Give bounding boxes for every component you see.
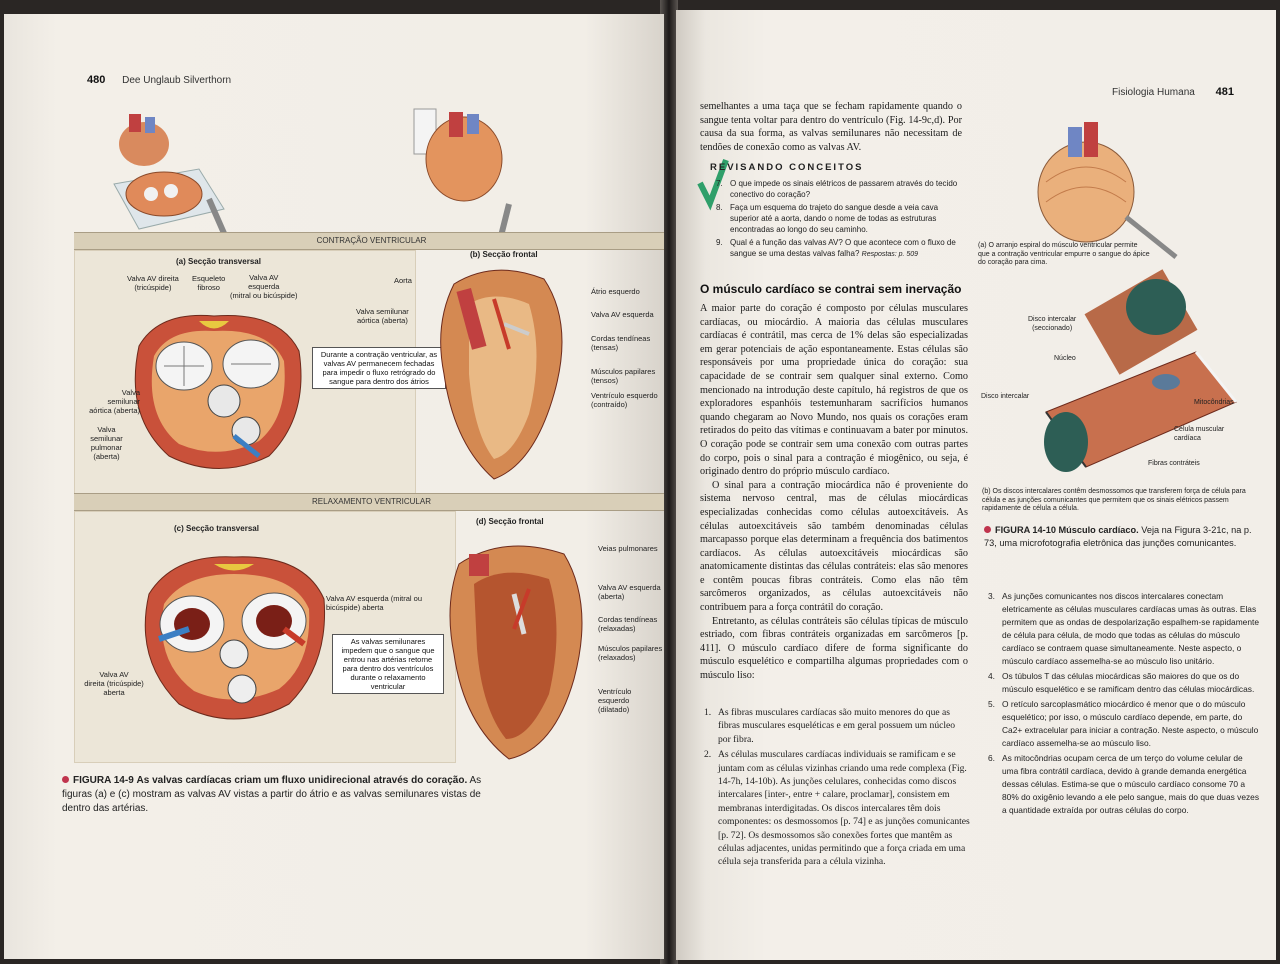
list-item-2: 2.As células musculares cardíacas indivi… bbox=[704, 749, 970, 868]
heart-cross-section-contracted bbox=[134, 314, 302, 469]
list-item-1: 1.As fibras musculares cardíacas são mui… bbox=[704, 707, 956, 745]
list-right: 3.As junções comunicantes nos discos int… bbox=[988, 590, 1260, 819]
author-name: Dee Unglaub Silverthorn bbox=[122, 75, 232, 86]
heart-frontal-icon-b bbox=[413, 108, 512, 245]
label-valva-semilunar-aortica-b: Valva semilunar aórtica (aberta) bbox=[356, 307, 409, 325]
panel-c-title: (c) Secção transversal bbox=[174, 524, 259, 533]
label-valva-av-esquerda: Valva AV esquerda (mitral ou bicúspide) bbox=[230, 273, 298, 300]
list-item-6: 6.As mitocôndrias ocupam cerca de um ter… bbox=[988, 753, 1260, 815]
revisando-list: 7.O que impede os sinais elétricos de pa… bbox=[716, 178, 964, 262]
caption-bullet-icon-2 bbox=[984, 526, 991, 533]
revisando-item-9: 9.Qual é a função das valvas AV? O que a… bbox=[716, 238, 956, 258]
figure-label-a: (a) O arranjo espiral do músculo ventric… bbox=[978, 242, 1150, 266]
cardiac-muscle-fibers bbox=[1044, 269, 1238, 472]
banner-ventricular-relaxation: RELAXAMENTO VENTRICULAR bbox=[74, 493, 664, 511]
caption-bullet-icon bbox=[62, 776, 69, 783]
book-title: Fisiologia Humana bbox=[1112, 87, 1195, 98]
revisando-item-7: 7.O que impede os sinais elétricos de pa… bbox=[716, 179, 958, 199]
label-valva-av-esquerda-aberta: Valva AV esquerda (mitral ou bicúspide) … bbox=[326, 594, 423, 612]
paragraph-2: O sinal para a contração miocárdica não … bbox=[700, 479, 968, 614]
paragraph-1: A maior parte do coração é composto por … bbox=[700, 303, 968, 478]
figure-14-10-caption: FIGURA 14-10 Músculo cardíaco. Veja na F… bbox=[984, 524, 1262, 550]
right-running-header: Fisiologia Humana 481 bbox=[1112, 86, 1234, 98]
intro-paragraph: semelhantes a uma taça que se fecham rap… bbox=[700, 100, 962, 154]
list-item-5: 5.O retículo sarcoplasmático miocárdico … bbox=[988, 699, 1259, 748]
heart-spiral-icon bbox=[1037, 122, 1178, 259]
label-aorta: Aorta bbox=[394, 276, 412, 285]
label-cordas-tensas: Cordas tendíneas (tensas) bbox=[591, 334, 651, 352]
label-ventriculo-contraido: Ventrículo esquerdo (contraído) bbox=[591, 391, 658, 409]
label-esqueleto-fibroso: Esqueleto fibroso bbox=[192, 274, 226, 292]
revisando-item-8: 8.Faça um esquema do trajeto do sangue d… bbox=[716, 203, 939, 234]
label-nucleo: Núcleo bbox=[1054, 355, 1076, 362]
label-valva-av-direita-aberta: Valva AV direita (tricúspide) aberta bbox=[84, 670, 144, 697]
label-valva-av-esquerda-d: Valva AV esquerda (aberta) bbox=[598, 583, 661, 601]
list-item-3: 3.As junções comunicantes nos discos int… bbox=[988, 591, 1259, 666]
label-valva-av-esquerda-b: Valva AV esquerda bbox=[591, 310, 654, 319]
revisando-title: REVISANDO CONCEITOS bbox=[710, 162, 864, 173]
figure-title: As valvas cardíacas criam um fluxo unidi… bbox=[136, 775, 468, 786]
label-disco-seccionado: Disco intercalar (seccionado) bbox=[1028, 316, 1077, 332]
label-valva-semilunar-aortica: Valva semilunar aórtica (aberta) bbox=[89, 388, 140, 415]
heart-cross-section-relaxed bbox=[144, 556, 326, 720]
figure-label-2: FIGURA 14-10 bbox=[995, 525, 1056, 535]
banner-ventricular-contraction: CONTRAÇÃO VENTRICULAR bbox=[74, 232, 664, 250]
figure-text-2: Veja na Figura 3-21c, na p. 73, uma micr… bbox=[984, 525, 1252, 548]
panel-a-title: (a) Secção transversal bbox=[176, 257, 261, 266]
label-disco-intercalar: Disco intercalar bbox=[981, 393, 1030, 400]
list-left: 1.As fibras musculares cardíacas são mui… bbox=[704, 706, 970, 871]
list-item-4: 4.Os túbulos T das células miocárdicas s… bbox=[988, 671, 1255, 694]
right-page: Fisiologia Humana 481 semelhantes a uma … bbox=[676, 10, 1276, 960]
answers-ref: Respostas: p. 509 bbox=[861, 251, 919, 258]
panel-b-title: (b) Secção frontal bbox=[470, 250, 538, 259]
label-atrio-esquerdo: Átrio esquerdo bbox=[591, 287, 640, 296]
section-title: O músculo cardíaco se contrai sem inerva… bbox=[700, 282, 962, 296]
figure-14-9-caption: FIGURA 14-9 As valvas cardíacas criam um… bbox=[62, 774, 482, 816]
label-cordas-relaxadas: Cordas tendíneas (relaxadas) bbox=[598, 615, 658, 633]
heart-section-icon-a bbox=[113, 114, 247, 281]
paragraph-3: Entretanto, as células contráteis são cé… bbox=[700, 615, 968, 682]
intro-text: semelhantes a uma taça que se fecham rap… bbox=[700, 101, 962, 153]
figure-label-b: (b) Os discos intercalares contêm desmos… bbox=[982, 488, 1246, 512]
page-number-left: 480 bbox=[87, 74, 106, 86]
heart-frontal-contracted bbox=[440, 269, 563, 480]
label-mitocondrias: Mitocôndrias bbox=[1194, 399, 1234, 406]
label-musculos-tensos: Músculos papilares (tensos) bbox=[591, 367, 656, 385]
figure-label: FIGURA 14-9 bbox=[73, 775, 134, 786]
figure-text: As figuras (a) e (c) mostram as valvas A… bbox=[62, 775, 482, 814]
label-ventriculo-dilatado: Ventrículo esquerdo (dilatado) bbox=[598, 687, 632, 714]
label-veias-pulmonares: Veias pulmonares bbox=[598, 544, 658, 553]
page-number-right: 481 bbox=[1215, 86, 1234, 98]
label-valva-av-direita: Valva AV direita (tricúspide) bbox=[127, 274, 179, 292]
callout-relaxamento: As valvas semilunares impedem que o sang… bbox=[332, 634, 444, 694]
label-celula-muscular: Célula muscular cardíaca bbox=[1174, 426, 1225, 442]
label-fibras-contrateis: Fibras contráteis bbox=[1148, 460, 1200, 467]
checkmark-icon bbox=[697, 158, 729, 211]
book-gutter bbox=[660, 0, 678, 964]
main-body: A maior parte do coração é composto por … bbox=[700, 302, 968, 683]
left-page: 480 Dee Unglaub Silverthorn CONTRAÇÃO VE… bbox=[4, 14, 664, 959]
label-musculos-relaxados: Músculos papilares (relaxados) bbox=[598, 644, 663, 662]
left-running-header: 480 Dee Unglaub Silverthorn bbox=[87, 74, 231, 86]
panel-d-title: (d) Secção frontal bbox=[476, 517, 544, 526]
heart-frontal-relaxed bbox=[449, 545, 583, 760]
label-valva-semilunar-pulmonar: Valva semilunar pulmonar (aberta) bbox=[90, 425, 123, 461]
figure-title-2: Músculo cardíaco. bbox=[1058, 525, 1139, 535]
callout-contracao: Durante a contração ventricular, as valv… bbox=[312, 347, 446, 389]
